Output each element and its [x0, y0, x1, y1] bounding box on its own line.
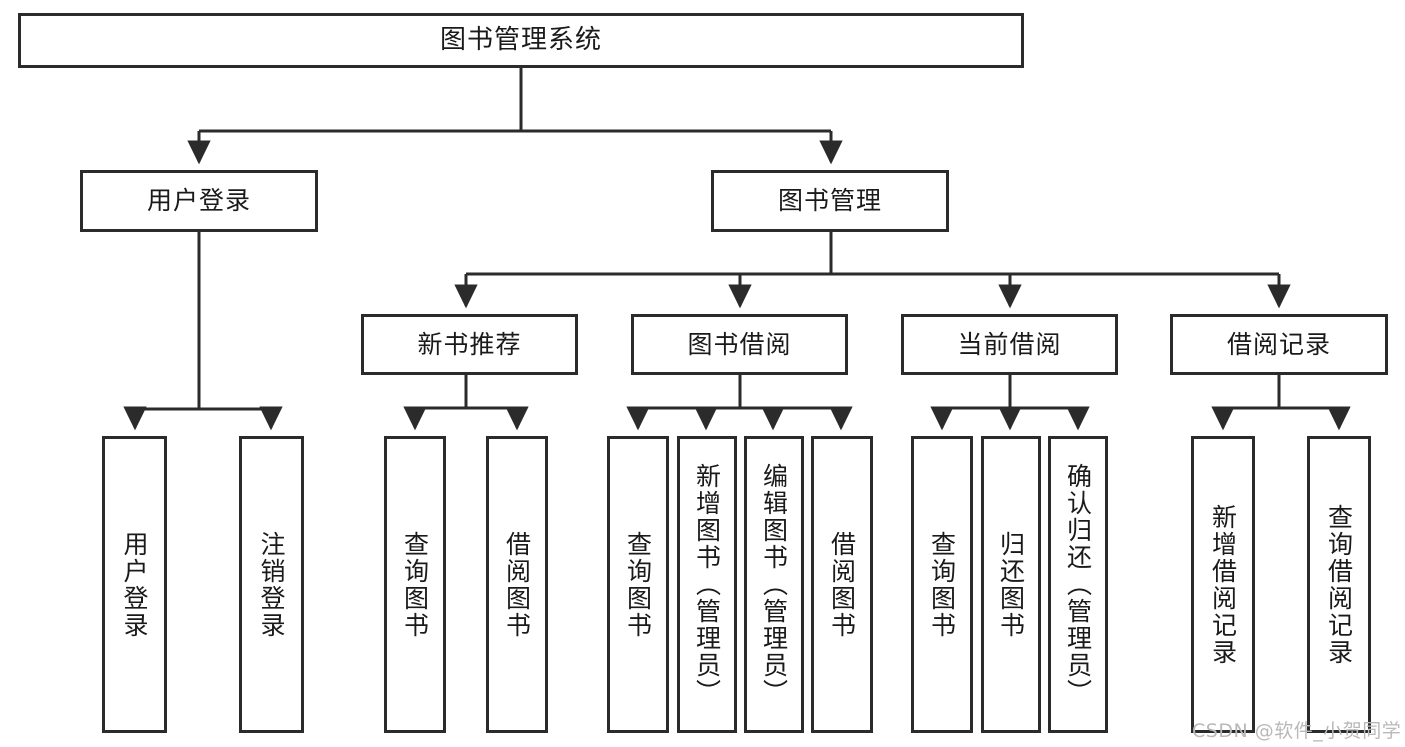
node-root-system[interactable]: 图书管理系统: [18, 13, 1024, 68]
node-leaf-borrow-book-2-label: 借阅图书: [827, 530, 857, 639]
node-leaf-edit-book-label: 编辑图书（管理员）: [759, 463, 789, 706]
node-leaf-return-book-label: 归还图书: [996, 530, 1026, 639]
node-leaf-query-book-1-label: 查询图书: [400, 530, 430, 639]
node-user-login[interactable]: 用户登录: [80, 170, 318, 232]
node-book-management-label: 图书管理: [777, 186, 882, 216]
node-leaf-logout-login-label: 注销登录: [257, 530, 286, 639]
node-leaf-confirm-return-label: 确认归还（管理员）: [1063, 463, 1093, 706]
node-current-borrow-label: 当前借阅: [957, 329, 1062, 359]
node-leaf-add-book-label: 新增图书（管理员）: [692, 463, 722, 706]
node-book-management[interactable]: 图书管理: [711, 170, 949, 232]
node-new-book-recommend[interactable]: 新书推荐: [361, 314, 578, 375]
node-leaf-borrow-book-2[interactable]: 借阅图书: [811, 436, 873, 733]
node-borrow-record-label: 借阅记录: [1226, 329, 1331, 359]
node-leaf-user-login[interactable]: 用户登录: [102, 436, 167, 733]
node-leaf-return-book[interactable]: 归还图书: [981, 436, 1041, 733]
node-leaf-query-book-2-label: 查询图书: [623, 530, 653, 639]
csdn-watermark: CSDN @软件_小贺同学: [1192, 720, 1402, 742]
node-current-borrow[interactable]: 当前借阅: [901, 314, 1118, 375]
node-leaf-query-book-1[interactable]: 查询图书: [384, 436, 446, 733]
node-leaf-logout-login[interactable]: 注销登录: [239, 436, 304, 733]
node-user-login-label: 用户登录: [146, 186, 251, 216]
node-leaf-add-book[interactable]: 新增图书（管理员）: [677, 436, 737, 733]
node-leaf-query-record[interactable]: 查询借阅记录: [1307, 436, 1371, 733]
node-leaf-confirm-return[interactable]: 确认归还（管理员）: [1048, 436, 1108, 733]
node-leaf-query-book-3-label: 查询图书: [927, 530, 957, 639]
node-leaf-query-book-3[interactable]: 查询图书: [911, 436, 973, 733]
node-root-system-label: 图书管理系统: [439, 25, 602, 56]
node-leaf-query-book-2[interactable]: 查询图书: [607, 436, 669, 733]
node-leaf-borrow-book-1-label: 借阅图书: [502, 530, 532, 639]
node-book-borrow-label: 图书借阅: [687, 329, 792, 359]
node-leaf-add-record-label: 新增借阅记录: [1208, 503, 1238, 666]
node-book-borrow[interactable]: 图书借阅: [631, 314, 848, 375]
node-leaf-add-record[interactable]: 新增借阅记录: [1191, 436, 1255, 733]
node-leaf-user-login-label: 用户登录: [120, 530, 149, 639]
node-leaf-edit-book[interactable]: 编辑图书（管理员）: [744, 436, 804, 733]
node-borrow-record[interactable]: 借阅记录: [1170, 314, 1388, 375]
node-new-book-recommend-label: 新书推荐: [417, 329, 522, 359]
node-leaf-query-record-label: 查询借阅记录: [1324, 503, 1354, 666]
node-leaf-borrow-book-1[interactable]: 借阅图书: [486, 436, 548, 733]
